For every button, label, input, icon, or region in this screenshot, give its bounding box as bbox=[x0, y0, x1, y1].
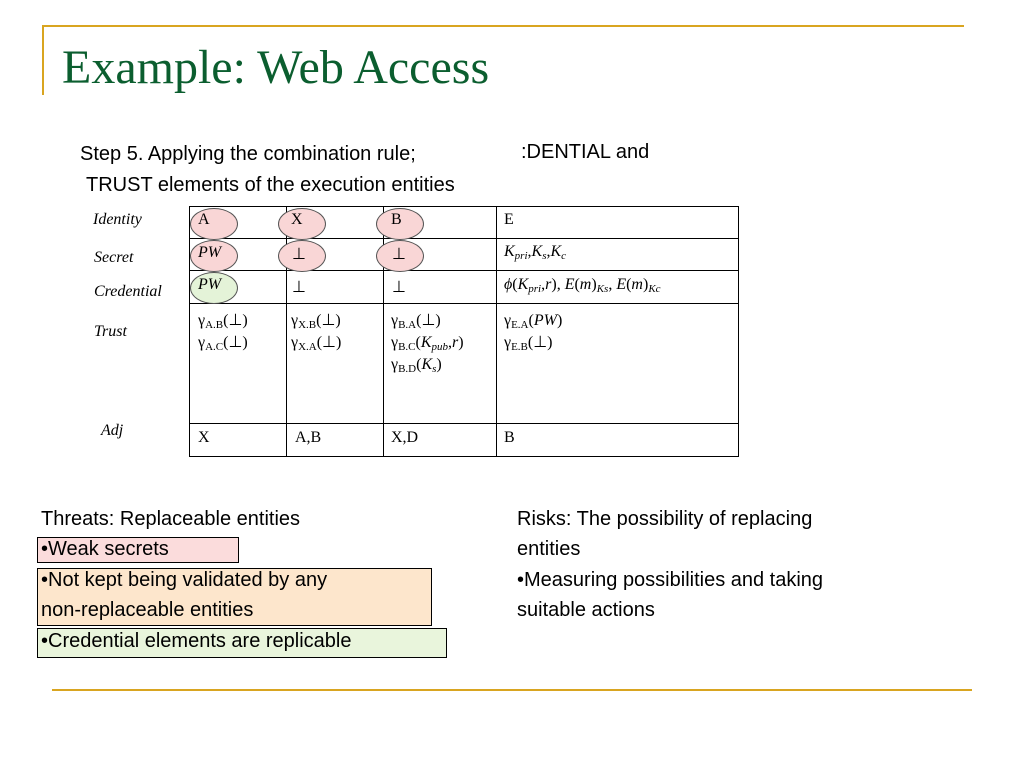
adj-x: A,B bbox=[295, 429, 322, 446]
highlight-ellipse-secret-b bbox=[376, 240, 424, 272]
threats-heading: Threats: Replaceable entities bbox=[41, 508, 301, 530]
left-accent-bar bbox=[42, 25, 44, 95]
cell-trust-e bbox=[496, 303, 739, 424]
row-label-identity: Identity bbox=[93, 211, 142, 228]
identity-b: B bbox=[391, 211, 402, 228]
trust-a: γA.B(⊥) γA.C(⊥) bbox=[198, 312, 248, 353]
cell-identity-e bbox=[496, 206, 739, 239]
threat-replicable-box bbox=[37, 628, 447, 658]
risks-heading-line1: Risks: The possibility of replacing bbox=[517, 508, 813, 530]
highlight-ellipse-identity-a bbox=[190, 208, 238, 240]
bottom-rule bbox=[52, 689, 972, 691]
step-text-line1-overlay: :DENTIAL and bbox=[519, 141, 650, 164]
adj-e: B bbox=[504, 429, 515, 446]
cell-adj-b bbox=[383, 423, 497, 457]
step-text-line2: TRUST elements of the execution entities bbox=[86, 174, 455, 196]
credential-b: ⊥ bbox=[392, 279, 406, 296]
step-text-line1: Step 5. Applying the combination rule; bbox=[80, 143, 416, 165]
threat-replicable: •Credential elements are replicable bbox=[41, 630, 352, 652]
risks-heading-line2: entities bbox=[517, 538, 581, 560]
trust-e: γE.A(PW) γE.B(⊥) bbox=[504, 312, 563, 353]
threat-not-validated-line2: non-replaceable entities bbox=[41, 599, 254, 621]
highlight-ellipse-secret-x bbox=[278, 240, 326, 272]
cell-trust-a bbox=[189, 303, 287, 424]
slide-title: Example: Web Access bbox=[62, 41, 490, 94]
adj-a: X bbox=[198, 429, 210, 446]
identity-e: E bbox=[504, 211, 514, 228]
cell-credential-e bbox=[496, 270, 739, 304]
threat-not-validated-line1: •Not kept being validated by any bbox=[41, 569, 328, 591]
risks-item-line1: •Measuring possibilities and taking bbox=[517, 569, 824, 591]
cell-credential-x bbox=[286, 270, 384, 304]
adj-b: X,D bbox=[391, 429, 419, 446]
cell-adj-a bbox=[189, 423, 287, 457]
cell-adj-e bbox=[496, 423, 739, 457]
highlight-ellipse-credential-a bbox=[190, 272, 238, 304]
top-rule bbox=[42, 25, 964, 27]
secret-a: PW bbox=[198, 244, 222, 261]
threat-weak-secrets: •Weak secrets bbox=[41, 538, 169, 560]
risks-item-line2: suitable actions bbox=[517, 599, 655, 621]
row-label-secret: Secret bbox=[94, 249, 134, 266]
highlight-ellipse-identity-x bbox=[278, 208, 326, 240]
cell-adj-x bbox=[286, 423, 384, 457]
secret-x: ⊥ bbox=[292, 246, 306, 263]
highlight-ellipse-secret-a bbox=[190, 240, 238, 272]
threat-weak-secrets-box bbox=[37, 537, 239, 563]
threat-not-validated-box bbox=[37, 568, 432, 626]
cell-secret-e bbox=[496, 238, 739, 271]
trust-b: γB.A(⊥) γB.C(Kpub,r) γB.D(Ks) bbox=[391, 312, 464, 375]
row-label-trust: Trust bbox=[94, 323, 127, 340]
credential-a: PW bbox=[198, 276, 222, 293]
trust-x: γX.B(⊥) γX.A(⊥) bbox=[291, 312, 342, 353]
credential-x: ⊥ bbox=[292, 279, 306, 296]
secret-b: ⊥ bbox=[392, 246, 406, 263]
identity-x: X bbox=[291, 211, 303, 228]
credential-e: ϕ(Kpri,r), E(m)Ks, E(m)Kc bbox=[504, 276, 661, 295]
highlight-ellipse-identity-b bbox=[376, 208, 424, 240]
identity-a: A bbox=[198, 211, 210, 228]
secret-e: Kpri,Ks,Kc bbox=[504, 243, 567, 262]
row-label-adj: Adj bbox=[101, 422, 124, 439]
row-label-credential: Credential bbox=[94, 283, 162, 300]
